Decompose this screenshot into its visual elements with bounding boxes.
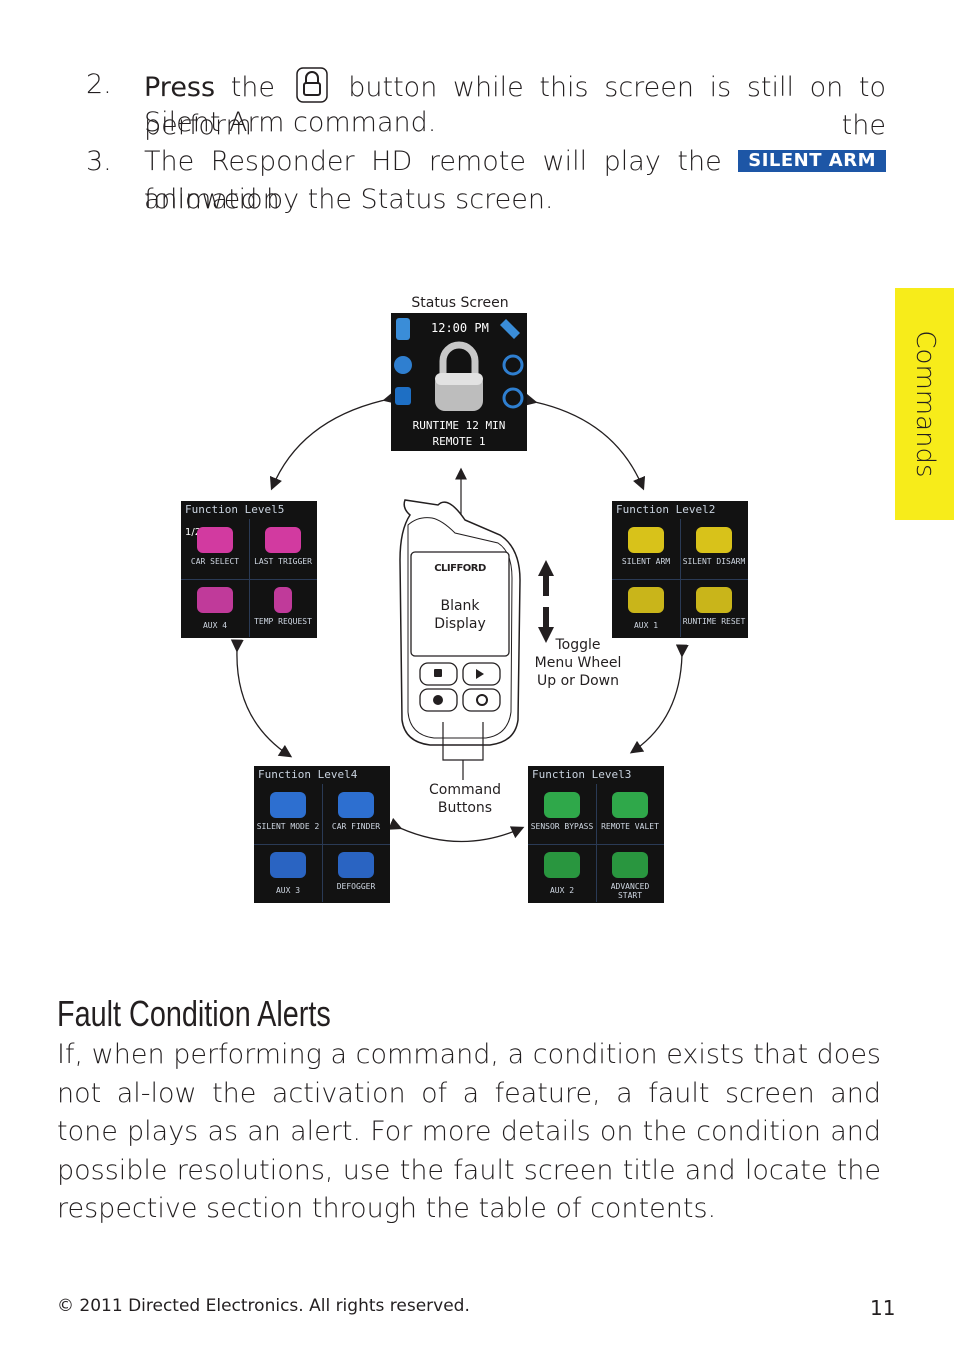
cell-label: SILENT MODE 2 [256, 822, 320, 831]
runtime-reset-cell: RUNTIME RESET [682, 581, 746, 638]
step-text-line1: Press the button while this screen is st… [144, 66, 886, 145]
aux3-cell: AUX 3 [256, 846, 320, 903]
screen-page-indicator: 1/2 [185, 527, 202, 538]
car-select-cell: CAR SELECT [183, 521, 247, 585]
aux1-cell: AUX 1 [614, 581, 678, 638]
function-level3-screen: Function Level3 SENSOR BYPASS REMOTE VAL… [528, 766, 664, 903]
silent-arm-badge: SILENT ARM [738, 150, 886, 172]
sensor-icon [544, 792, 580, 818]
remote-brand: CLIFFORD [434, 563, 486, 574]
cell-label: AUX 1 [633, 621, 659, 630]
silent-mode-cell: SILENT MODE 2 [256, 786, 320, 850]
cell-label: CAR FINDER [331, 822, 381, 831]
step-text-line2: Silent Arm command. [144, 107, 437, 138]
lock-button-icon [295, 66, 329, 104]
function-level5-screen: Function Level5 1/2 CAR SELECT LAST TRIG… [181, 501, 317, 638]
cell-label: DEFOGGER [336, 882, 376, 891]
aux-icon [544, 852, 580, 878]
car-icon [338, 792, 374, 818]
status-screen: 12:00 PM RUNTIME 12 MIN REMOTE 1 [391, 313, 527, 451]
press-word: Press [144, 72, 216, 103]
page-number: 11 [870, 1296, 896, 1320]
cell-label: SILENT DISARM [682, 557, 746, 566]
screen-header: Function Level2 [616, 503, 716, 516]
step-text-start: The Responder HD remote will play the [144, 146, 722, 177]
aux2-cell: AUX 2 [530, 846, 594, 903]
last-trigger-cell: LAST TRIGGER [251, 521, 315, 585]
blank-display-line2: Display [434, 616, 486, 632]
command-caption-line2: Buttons [437, 800, 493, 816]
step-text-line1: The Responder HD remote will play the SI… [144, 143, 886, 219]
function-level2-screen: Function Level2 SILENT ARM SILENT DISARM… [612, 501, 748, 638]
step-text-end: animation [144, 184, 280, 215]
step-number: 3. [86, 146, 112, 177]
toggle-caption-line3: Up or Down [536, 673, 620, 689]
step-text-rest: button while this screen is still on to … [144, 72, 886, 141]
commands-side-tab: Commands [895, 288, 954, 520]
unlock-icon [696, 527, 732, 553]
blank-display-line1: Blank [440, 598, 480, 614]
copyright: © 2011 Directed Electronics. All rights … [57, 1296, 470, 1316]
status-time: 12:00 PM [431, 321, 489, 335]
command-buttons-caption: Command Buttons [415, 781, 515, 817]
toggle-caption-line2: Menu Wheel [534, 655, 622, 671]
valet-icon [612, 792, 648, 818]
silent-disarm-cell: SILENT DISARM [682, 521, 746, 585]
cell-label: AUX 2 [549, 886, 575, 895]
cell-label: LAST TRIGGER [254, 557, 312, 566]
command-caption-line1: Command [429, 782, 501, 798]
screen-header: Function Level3 [532, 768, 632, 781]
aux-icon [628, 587, 664, 613]
screen-header: Function Level5 [185, 503, 285, 516]
section-title: Fault Condition Alerts [57, 993, 331, 1034]
aux-icon [197, 587, 233, 613]
defogger-icon [338, 852, 374, 878]
cell-label: REMOTE VALET [601, 822, 659, 831]
step-text-the: the [230, 72, 275, 103]
cell-label: TEMP REQUEST [254, 617, 312, 626]
step-number: 2. [86, 69, 112, 100]
cell-label: SENSOR BYPASS [530, 822, 594, 831]
silent-arm-cell: SILENT ARM [614, 521, 678, 585]
toggle-caption-line1: Toggle [555, 637, 601, 653]
lock-icon [628, 527, 664, 553]
function-level4-screen: Function Level4 SILENT MODE 2 CAR FINDER… [254, 766, 390, 903]
blank-display-label: Blank Display [414, 597, 506, 633]
status-remote: REMOTE 1 [432, 435, 486, 448]
section-body: If, when performing a command, a conditi… [57, 1039, 881, 1224]
aux-icon [270, 852, 306, 878]
cell-label: CAR SELECT [190, 557, 240, 566]
defogger-cell: DEFOGGER [324, 846, 388, 903]
car-icon [197, 527, 233, 553]
sensor-bypass-cell: SENSOR BYPASS [530, 786, 594, 850]
car-finder-cell: CAR FINDER [324, 786, 388, 850]
advanced-start-cell: ADVANCED START [598, 846, 662, 903]
advanced-start-icon [612, 852, 648, 878]
hourglass-icon [696, 587, 732, 613]
step-text-line2: followed by the Status screen. [144, 184, 554, 215]
cell-label: AUX 4 [202, 621, 228, 630]
cell-label: ADVANCED START [610, 882, 650, 900]
cell-label: SILENT ARM [621, 557, 671, 566]
thermometer-icon [274, 587, 292, 613]
screen-header: Function Level4 [258, 768, 358, 781]
status-screen-caption: Status Screen [411, 295, 509, 311]
aux4-cell: AUX 4 [183, 581, 247, 638]
temp-request-cell: TEMP REQUEST [251, 581, 315, 638]
car-icon [265, 527, 301, 553]
cell-label: RUNTIME RESET [682, 617, 746, 626]
car-icon [270, 792, 306, 818]
cell-label: AUX 3 [275, 886, 301, 895]
toggle-caption: Toggle Menu Wheel Up or Down [528, 636, 628, 690]
remote-valet-cell: REMOTE VALET [598, 786, 662, 850]
padlock-icon [394, 318, 524, 411]
status-runtime: RUNTIME 12 MIN [412, 419, 506, 432]
